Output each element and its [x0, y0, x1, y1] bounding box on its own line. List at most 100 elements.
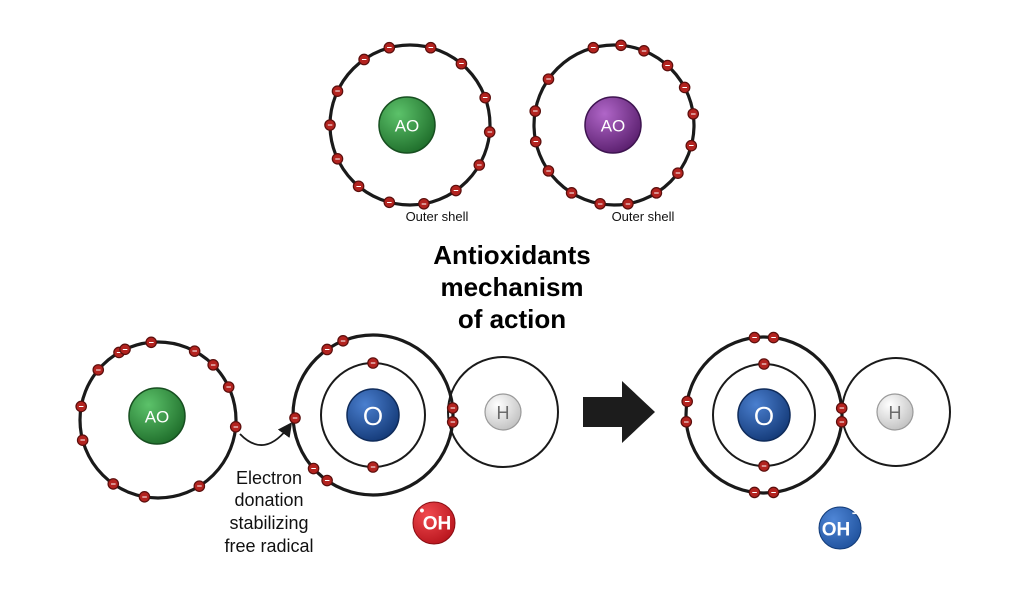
- electron: [307, 462, 320, 475]
- electron-charge-sign: −: [387, 197, 392, 207]
- title-line-3: of action: [458, 304, 566, 334]
- electron-charge-sign: −: [685, 396, 690, 406]
- top-ao-atom-purple: −−−−−−−−−−−−−−−− AO Outer shell: [529, 39, 700, 224]
- electron: [672, 167, 684, 179]
- electron: [418, 197, 430, 210]
- oxygen-nucleus: [737, 388, 791, 442]
- electron: [321, 343, 333, 356]
- electron-charge-sign: −: [192, 346, 197, 356]
- outer-shell-ring: [78, 340, 238, 500]
- electron: [92, 364, 105, 376]
- electron: [352, 180, 365, 193]
- electron-charge-sign: −: [771, 333, 776, 343]
- electron-charge-sign: −: [450, 403, 455, 413]
- outer-shell-ring: [532, 43, 696, 207]
- electron: [321, 474, 333, 487]
- electron: [565, 187, 578, 199]
- electron-charge-sign: −: [197, 481, 202, 491]
- electron-group: −−−−−−−−−−−−−: [75, 336, 242, 503]
- electron: [542, 165, 555, 177]
- electron: [615, 39, 627, 52]
- electron: [529, 105, 542, 117]
- ao-nucleus: [378, 96, 436, 154]
- electron: [483, 126, 496, 138]
- electron: [119, 343, 131, 356]
- electron-charge-sign: −: [453, 186, 458, 196]
- outer-shell-caption: Outer shell: [406, 209, 469, 224]
- electron: [687, 108, 700, 120]
- electron-charge-sign: −: [340, 336, 345, 346]
- electron-charge-sign: −: [459, 59, 464, 69]
- donor-ao-atom: −−−−−−−−−−−−− AO: [75, 336, 242, 503]
- hydroxide-molecule: −−−−−−−−−− O H: [680, 331, 951, 499]
- electron-group: −−−−−−−−−−: [680, 331, 848, 499]
- electron: [542, 73, 555, 85]
- outer-shell-caption: Outer shell: [612, 209, 675, 224]
- hydroxide-badge-circle: [818, 506, 862, 550]
- electron-charge-sign: −: [839, 403, 844, 413]
- electron: [207, 359, 219, 371]
- electron: [473, 159, 486, 171]
- hydroxide-charge: −: [852, 505, 860, 521]
- electron-charge-sign: −: [80, 435, 85, 445]
- electron-charge-sign: −: [79, 401, 84, 411]
- annotation-line-1: Electron: [236, 468, 302, 488]
- annotation-line-3: stabilizing: [229, 513, 308, 533]
- diagram-title: Antioxidants mechanism of action: [433, 240, 590, 334]
- annotation-line-2: donation: [234, 490, 303, 510]
- electron: [835, 415, 848, 428]
- electron: [324, 119, 336, 131]
- electron: [337, 335, 349, 347]
- electron-group: −−−−−−−−−−−−−−−−: [529, 39, 700, 210]
- electron-charge-sign: −: [569, 188, 574, 198]
- radical-dot: •: [420, 502, 425, 518]
- electron: [758, 358, 770, 370]
- hydroxide-badge-label: OH: [822, 520, 851, 541]
- electron: [678, 81, 691, 94]
- electron-charge-sign: −: [122, 344, 127, 354]
- electron-charge-sign: −: [771, 487, 776, 497]
- electron-charge-sign: −: [211, 360, 216, 370]
- electron-charge-sign: −: [387, 43, 392, 53]
- electron-charge-sign: −: [142, 492, 147, 502]
- electron: [222, 381, 235, 393]
- electron-charge-sign: −: [421, 199, 426, 209]
- electron: [424, 41, 437, 54]
- hydroxide-badge: OH −: [818, 505, 862, 550]
- electron-charge-sign: −: [370, 358, 375, 368]
- electron: [193, 480, 206, 492]
- electron: [446, 416, 459, 428]
- electron-charge-sign: −: [618, 40, 623, 50]
- electron: [331, 85, 344, 97]
- electron-charge-sign: −: [761, 461, 766, 471]
- electron: [229, 420, 242, 433]
- electron: [289, 412, 301, 424]
- electron-charge-sign: −: [233, 422, 238, 432]
- electron: [383, 196, 396, 209]
- donation-arrow: [239, 422, 293, 446]
- title-line-1: Antioxidants: [433, 240, 590, 270]
- ao-label: AO: [601, 117, 626, 136]
- hydroxyl-radical-badge: • OH: [412, 501, 456, 545]
- annotation-line-4: free radical: [224, 536, 313, 556]
- radical-badge-circle: [412, 501, 456, 545]
- electron: [661, 59, 674, 72]
- electron-charge-sign: −: [96, 365, 101, 375]
- electron-charge-sign: −: [335, 154, 340, 164]
- electron: [479, 91, 491, 104]
- ao-nucleus: [584, 96, 642, 154]
- electron-charge-sign: −: [335, 86, 340, 96]
- ao-label: AO: [145, 408, 170, 427]
- electron: [188, 345, 201, 357]
- electron: [145, 336, 158, 349]
- electron-charge-sign: −: [356, 181, 361, 191]
- electron-charge-sign: −: [311, 464, 316, 474]
- electron-charge-sign: −: [675, 168, 680, 178]
- electron: [767, 331, 780, 344]
- electron: [358, 53, 370, 66]
- electron-charge-sign: −: [324, 344, 329, 354]
- hydrogen-label: H: [497, 403, 510, 423]
- electron-charge-sign: −: [641, 46, 646, 56]
- electron-charge-sign: −: [665, 61, 670, 71]
